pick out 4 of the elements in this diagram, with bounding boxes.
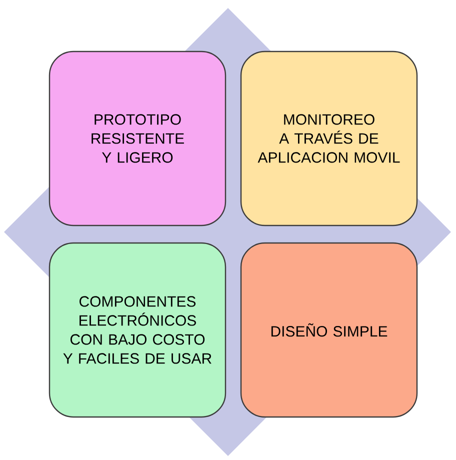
rounded-box: DISEÑO SIMPLE: [240, 242, 418, 418]
rounded-box: COMPONENTES ELECTRÓNICOS CON BAJO COSTO Y FACILES DE USAR: [48, 242, 226, 418]
rounded-box: PROTOTIPO RESISTENTE Y LIGERO: [48, 50, 226, 226]
rounded-box: MONITOREO A TRAVÉS DE APLICACION MOVIL: [240, 50, 418, 226]
